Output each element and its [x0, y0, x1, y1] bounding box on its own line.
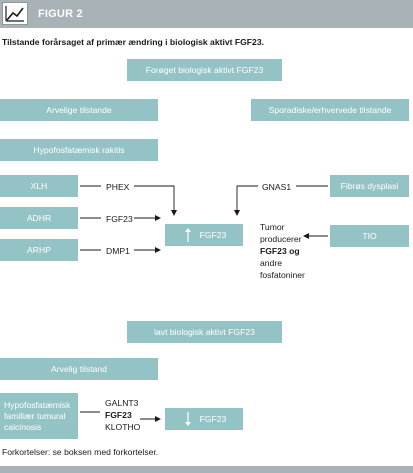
gene-phex-label: PHEX	[106, 182, 130, 192]
figure-header: FIGUR 2	[0, 0, 413, 28]
fgf23-decreased-box: FGF23	[165, 408, 243, 430]
figure-subtitle: Tilstande forårsaget af primær ændring i…	[2, 37, 265, 47]
footer-note: Forkortelser: se boksen med forkortelser…	[2, 447, 159, 457]
tio-box: TIO	[330, 225, 409, 247]
gene-galnt3-label: GALNT3	[105, 398, 139, 408]
gene-klotho-label: KLOTHO	[105, 422, 141, 432]
fgf23-increased-box: FGF23	[165, 224, 243, 246]
tumor-line-5: fosfatoniner	[260, 270, 305, 280]
gene-fgf23-bottom-label: FGF23	[105, 410, 132, 420]
hereditary-conditions-box: Arvelige tilstande	[0, 99, 158, 121]
line-chart-icon	[2, 2, 28, 25]
hereditary-condition-box: Arvelig tilstand	[0, 358, 158, 380]
arrow-down-icon	[182, 411, 194, 427]
gene-fgf23-label: FGF23	[106, 214, 133, 224]
bottom-genes: GALNT3 FGF23 KLOTHO	[105, 397, 140, 433]
xlh-box: XLH	[0, 175, 78, 197]
gnas-fgf23-arrow	[234, 185, 258, 216]
hftc-box: Hypofosfatæmisk familiær tumural calcino…	[0, 393, 78, 439]
bottom-rule	[0, 466, 413, 473]
hypophosphatemic-rickets-box: Hypofosfatæmisk rakitis	[0, 139, 158, 161]
arhp-box: ARHP	[0, 239, 78, 261]
tumor-text: Tumor producerer FGF23 og andre fosfaton…	[260, 221, 305, 281]
fgf23-increased-label: FGF23	[199, 230, 227, 240]
figure-title: FIGUR 2	[38, 8, 83, 20]
tumor-line-2: producerer	[260, 234, 302, 244]
increased-fgf23-box: Forøget biologisk aktivt FGF23	[127, 59, 282, 81]
sporadic-conditions-box: Sporadiske/erhvervede tilstande	[251, 99, 409, 121]
arrow-up-icon	[182, 227, 194, 243]
tumor-line-1: Tumor	[260, 222, 285, 232]
tumor-line-3: FGF23 og	[260, 246, 300, 256]
gene-gnas1-label: GNAS1	[262, 182, 292, 192]
adhr-box: ADHR	[0, 207, 78, 229]
tumor-line-4: andre	[260, 258, 282, 268]
gene-dmp1-label: DMP1	[106, 246, 130, 256]
phex-fgf23-arrow	[134, 185, 177, 216]
fibrous-dysplasia-box: Fibrøs dysplasi	[330, 175, 409, 197]
decreased-fgf23-box: lavt biologisk aktivt FGF23	[127, 321, 282, 343]
fgf23-decreased-label: FGF23	[199, 414, 227, 424]
